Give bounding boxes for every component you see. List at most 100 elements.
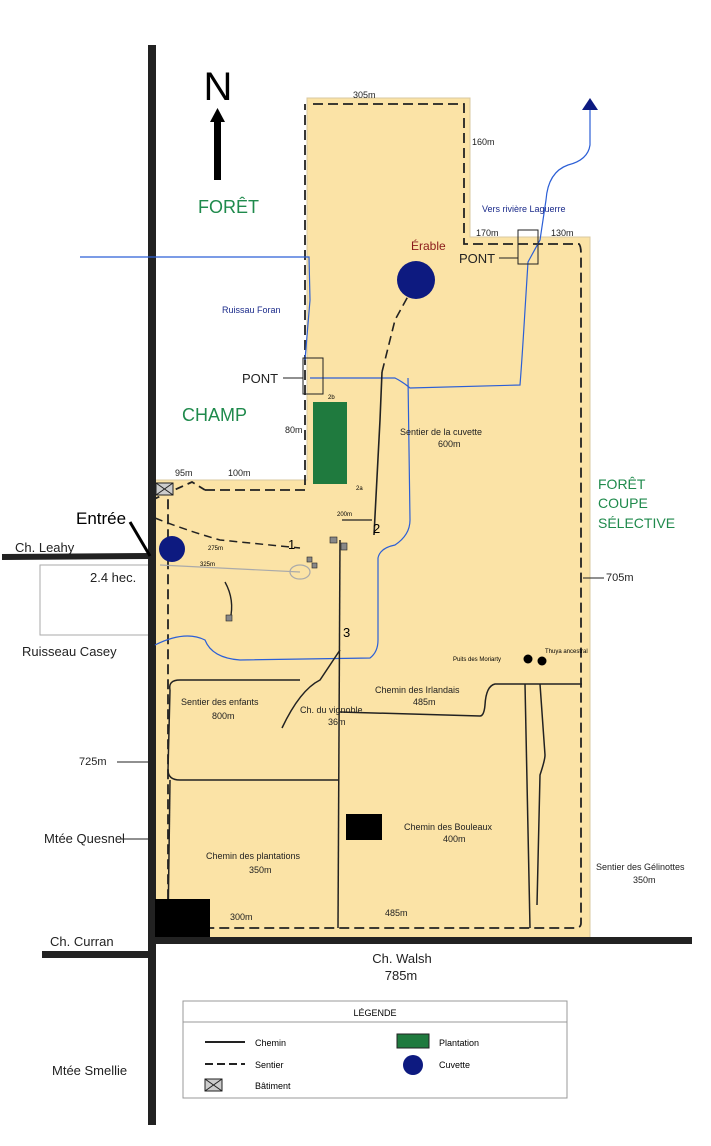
trail-bouleaux-name: Chemin des Bouleaux [404, 822, 493, 832]
label-mtee-quesnel: Mtée Quesnel [44, 831, 125, 846]
river-arrow-icon [582, 98, 598, 110]
label-thuya: Thuya ancestral [545, 649, 588, 655]
label-walsh-length: 785m [385, 968, 418, 983]
trail-vertical-main [337, 539, 341, 929]
measure-130: 130m [551, 228, 574, 238]
trail-bouleaux-len: 400m [443, 834, 466, 844]
label-ch-walsh: Ch. Walsh [372, 951, 431, 966]
riviere-laguerre [310, 110, 591, 389]
building-black-2 [155, 899, 210, 937]
trail-plantations-name: Chemin des plantations [206, 851, 301, 861]
plantation [313, 402, 347, 484]
trail-vignoble [281, 649, 341, 729]
trail-enfants-name: Sentier des enfants [181, 697, 259, 707]
measure-2a: 2a [356, 486, 363, 492]
legend-cuvette-icon [403, 1055, 423, 1075]
trail-irlandais-name: Chemin des Irlandais [375, 685, 460, 695]
label-ch-curran: Ch. Curran [50, 934, 114, 949]
trail-cuvette-name: Sentier de la cuvette [400, 427, 482, 437]
label-hectares: 2.4 hec. [90, 570, 136, 585]
measure-95: 95m [175, 468, 193, 478]
label-riviere: Vers rivière Laguerre [482, 204, 566, 214]
pont-2-icon [517, 229, 539, 265]
boundary-trail [167, 103, 582, 929]
trail-number-1: 1 [288, 537, 295, 552]
trail-cuvette-len: 600m [438, 439, 461, 449]
building-icon [155, 482, 174, 496]
legend-plantation-icon [396, 1033, 430, 1049]
road-ch-walsh [156, 937, 692, 944]
pont-1-icon [302, 357, 324, 395]
trail-gelinottes-len: 350m [633, 875, 656, 885]
trail-enfants [167, 679, 338, 781]
trail-cuvette [373, 371, 383, 536]
legend-chemin: Chemin [255, 1038, 286, 1048]
measure-325: 325m [200, 562, 215, 568]
legend: LÉGENDE Chemin Sentier Bâtiment Plantati… [182, 1000, 568, 1099]
label-pont-1: PONT [242, 371, 278, 386]
measure-705: 705m [606, 572, 634, 584]
measure-160: 160m [472, 137, 495, 147]
north-arrow-icon [214, 118, 221, 180]
trail-plantations-len: 350m [249, 865, 272, 875]
measure-305: 305m [353, 90, 376, 100]
label-erable: Érable [411, 238, 446, 253]
measure-80: 80m [285, 425, 303, 435]
trail-vignoble-len: 36m [328, 717, 346, 727]
label-entree: Entrée [76, 509, 126, 528]
legend-sentier: Sentier [255, 1060, 284, 1070]
trail-325 [159, 564, 301, 573]
label-pont-2: PONT [459, 251, 495, 266]
property-area [151, 97, 591, 939]
measure-100: 100m [228, 468, 251, 478]
measure-2b: 2b [328, 395, 335, 401]
trail-enfants-len: 800m [212, 711, 235, 721]
small-buildings [225, 536, 348, 622]
building-black-1 [346, 814, 382, 840]
measure-725: 725m [79, 756, 107, 768]
thuya-dot [537, 656, 547, 666]
label-champ: CHAMP [182, 405, 247, 425]
cuvette-erable [397, 261, 435, 299]
trail-gelinottes-name: Sentier des Gélinottes [596, 862, 685, 872]
puits-dot [523, 654, 533, 664]
trail-irlandais-len: 485m [413, 697, 436, 707]
label-foret-coupe-1: FORÊT [598, 476, 646, 492]
trail-number-2: 2 [373, 521, 380, 536]
label-foret-coupe-2: COUPE [598, 495, 648, 511]
label-foret: FORÊT [198, 197, 259, 217]
label-mtee-smellie: Mtée Smellie [52, 1063, 127, 1078]
legend-batiment: Bâtiment [255, 1081, 291, 1091]
cuvette-entree [159, 536, 185, 562]
legend-title: LÉGENDE [353, 1008, 396, 1018]
label-puits: Puits des Moriarty [453, 657, 501, 663]
measure-300: 300m [230, 912, 253, 922]
ruisseau-foran [80, 256, 311, 361]
loop-325 [289, 564, 311, 580]
ruisseau-casey [154, 377, 411, 661]
road-ch-leahy [1, 553, 151, 560]
trail-number-3: 3 [343, 625, 350, 640]
trail-1 [154, 517, 301, 549]
measure-485-bottom: 485m [385, 908, 408, 918]
trail-vignoble-name: Ch. du vignoble [300, 705, 363, 715]
label-ruisseau-casey: Ruisseau Casey [22, 644, 117, 659]
measure-170: 170m [476, 228, 499, 238]
north-letter: N [204, 65, 233, 109]
label-ch-leahy: Ch. Leahy [15, 540, 75, 555]
trail-bouleaux-b [524, 683, 531, 929]
trail-irlandais [339, 683, 582, 717]
trail-bouleaux [536, 683, 546, 906]
entree-arrow [128, 521, 152, 557]
legend-plantation: Plantation [439, 1038, 479, 1048]
label-foret-coupe-3: SÉLECTIVE [598, 515, 675, 531]
measure-200: 200m [337, 512, 352, 518]
road-ch-curran [42, 951, 156, 958]
road-mtee-quesnel [148, 45, 156, 1125]
label-ruisseau-foran: Ruissau Foran [222, 305, 281, 315]
north-arrow-head [210, 108, 225, 122]
legend-batiment-icon [204, 1078, 223, 1092]
legend-cuvette: Cuvette [439, 1060, 470, 1070]
measure-275: 275m [208, 546, 223, 552]
